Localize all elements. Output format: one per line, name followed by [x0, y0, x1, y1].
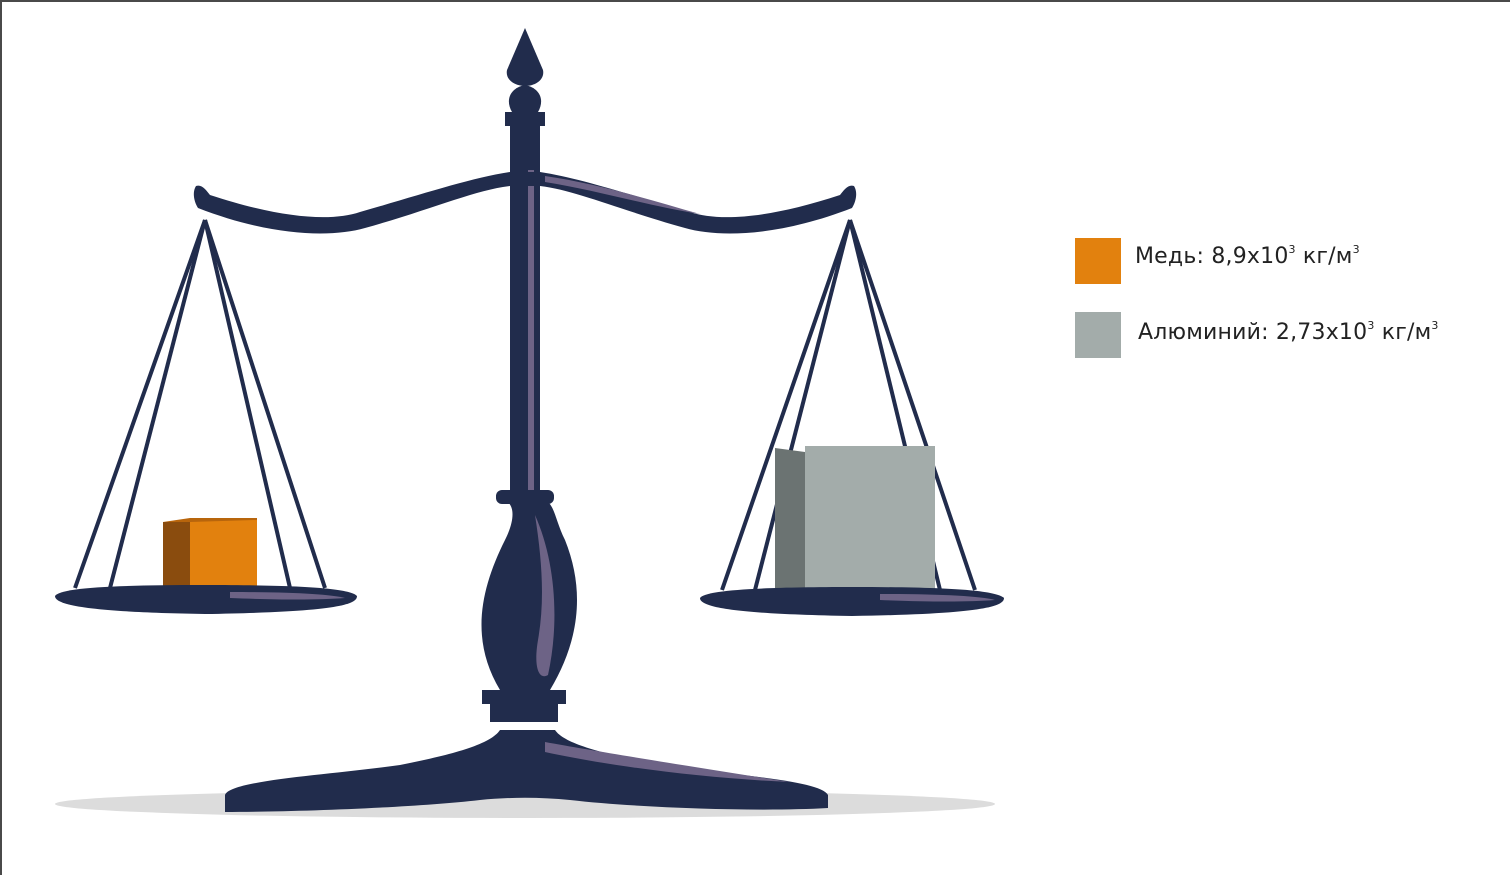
scale-baluster	[481, 500, 577, 690]
finial-knob	[508, 85, 542, 112]
baluster-highlight	[535, 515, 555, 677]
copper-swatch	[1075, 238, 1121, 284]
copper-exp: 3	[1288, 242, 1296, 256]
lower-collar-2	[490, 704, 558, 722]
aluminum-swatch	[1075, 312, 1121, 358]
left-pan	[55, 585, 357, 614]
copper-label: Медь: 8,9x103 кг/м3	[1135, 242, 1360, 269]
right-pan	[700, 587, 1004, 616]
right-pan-highlight	[880, 594, 995, 602]
copper-unit-exp: 3	[1352, 242, 1360, 256]
copper-value: 8,9x10	[1211, 244, 1289, 269]
finial-tip	[506, 28, 544, 86]
finial-neck	[505, 112, 545, 126]
aluminum-name: Алюминий	[1138, 320, 1262, 345]
legend-item-aluminum: Алюминий: 2,73x103 кг/м3	[1075, 310, 1505, 358]
copper-cube	[163, 518, 257, 590]
left-pan-highlight	[230, 592, 345, 600]
aluminum-cube	[775, 446, 935, 592]
left-pan-strings	[73, 219, 327, 589]
beam-highlight	[545, 176, 700, 214]
legend: Медь: 8,9x103 кг/м3 Алюминий: 2,73x103 к…	[1075, 236, 1505, 384]
scale-base	[225, 730, 828, 812]
scale-beam	[193, 172, 857, 234]
copper-name: Медь	[1135, 244, 1197, 269]
aluminum-unit-exp: 3	[1431, 318, 1439, 332]
lower-collar	[482, 690, 566, 704]
copper-unit: кг/м	[1302, 244, 1353, 269]
aluminum-value: 2,73x10	[1275, 320, 1368, 345]
aluminum-unit: кг/м	[1381, 320, 1432, 345]
legend-item-copper: Медь: 8,9x103 кг/м3	[1075, 236, 1505, 284]
aluminum-label: Алюминий: 2,73x103 кг/м3	[1138, 318, 1439, 345]
aluminum-exp: 3	[1367, 318, 1375, 332]
column-highlight	[528, 170, 534, 490]
